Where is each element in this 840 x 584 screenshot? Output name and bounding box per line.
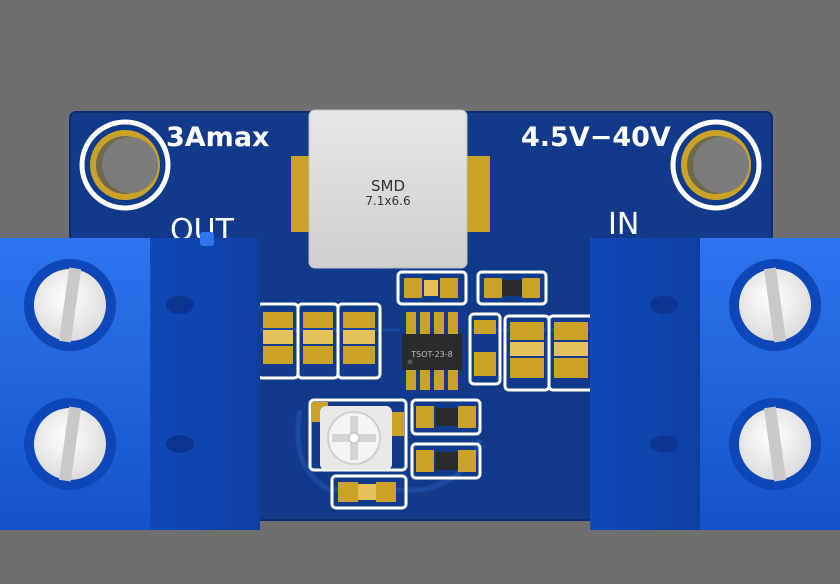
mounting-hole-left [79, 119, 171, 211]
mounting-hole-right [670, 119, 762, 211]
capacitor-cluster-right [468, 312, 595, 392]
screw-out-1[interactable] [34, 267, 106, 343]
trimmer-potentiometer [308, 398, 408, 472]
in-label: IN [608, 207, 639, 242]
screw-in-2[interactable] [739, 406, 811, 482]
resistor-top-right [476, 270, 548, 306]
screw-in-1[interactable] [739, 267, 811, 343]
voltage-range-label: 4.5V−40V [521, 122, 671, 153]
capacitor-bottom-small [330, 474, 408, 510]
terminal-block-in [590, 238, 840, 530]
capacitor-top-small [396, 270, 468, 306]
inductor-size-label: 7.1x6.6 [365, 194, 410, 208]
terminal-block-out [0, 232, 260, 530]
inductor-label: SMD [371, 177, 405, 195]
smd-inductor: SMD 7.1x6.6 [291, 109, 490, 269]
regulator-ic: TSOT-23-8 [402, 312, 462, 390]
resistor-mid-right-1 [410, 398, 482, 436]
capacitor-cluster-left [256, 302, 382, 380]
current-rating-label: 3Amax [166, 122, 269, 153]
resistor-mid-right-2 [410, 442, 482, 480]
ic-label: TSOT-23-8 [410, 350, 452, 359]
screw-out-2[interactable] [34, 406, 106, 482]
